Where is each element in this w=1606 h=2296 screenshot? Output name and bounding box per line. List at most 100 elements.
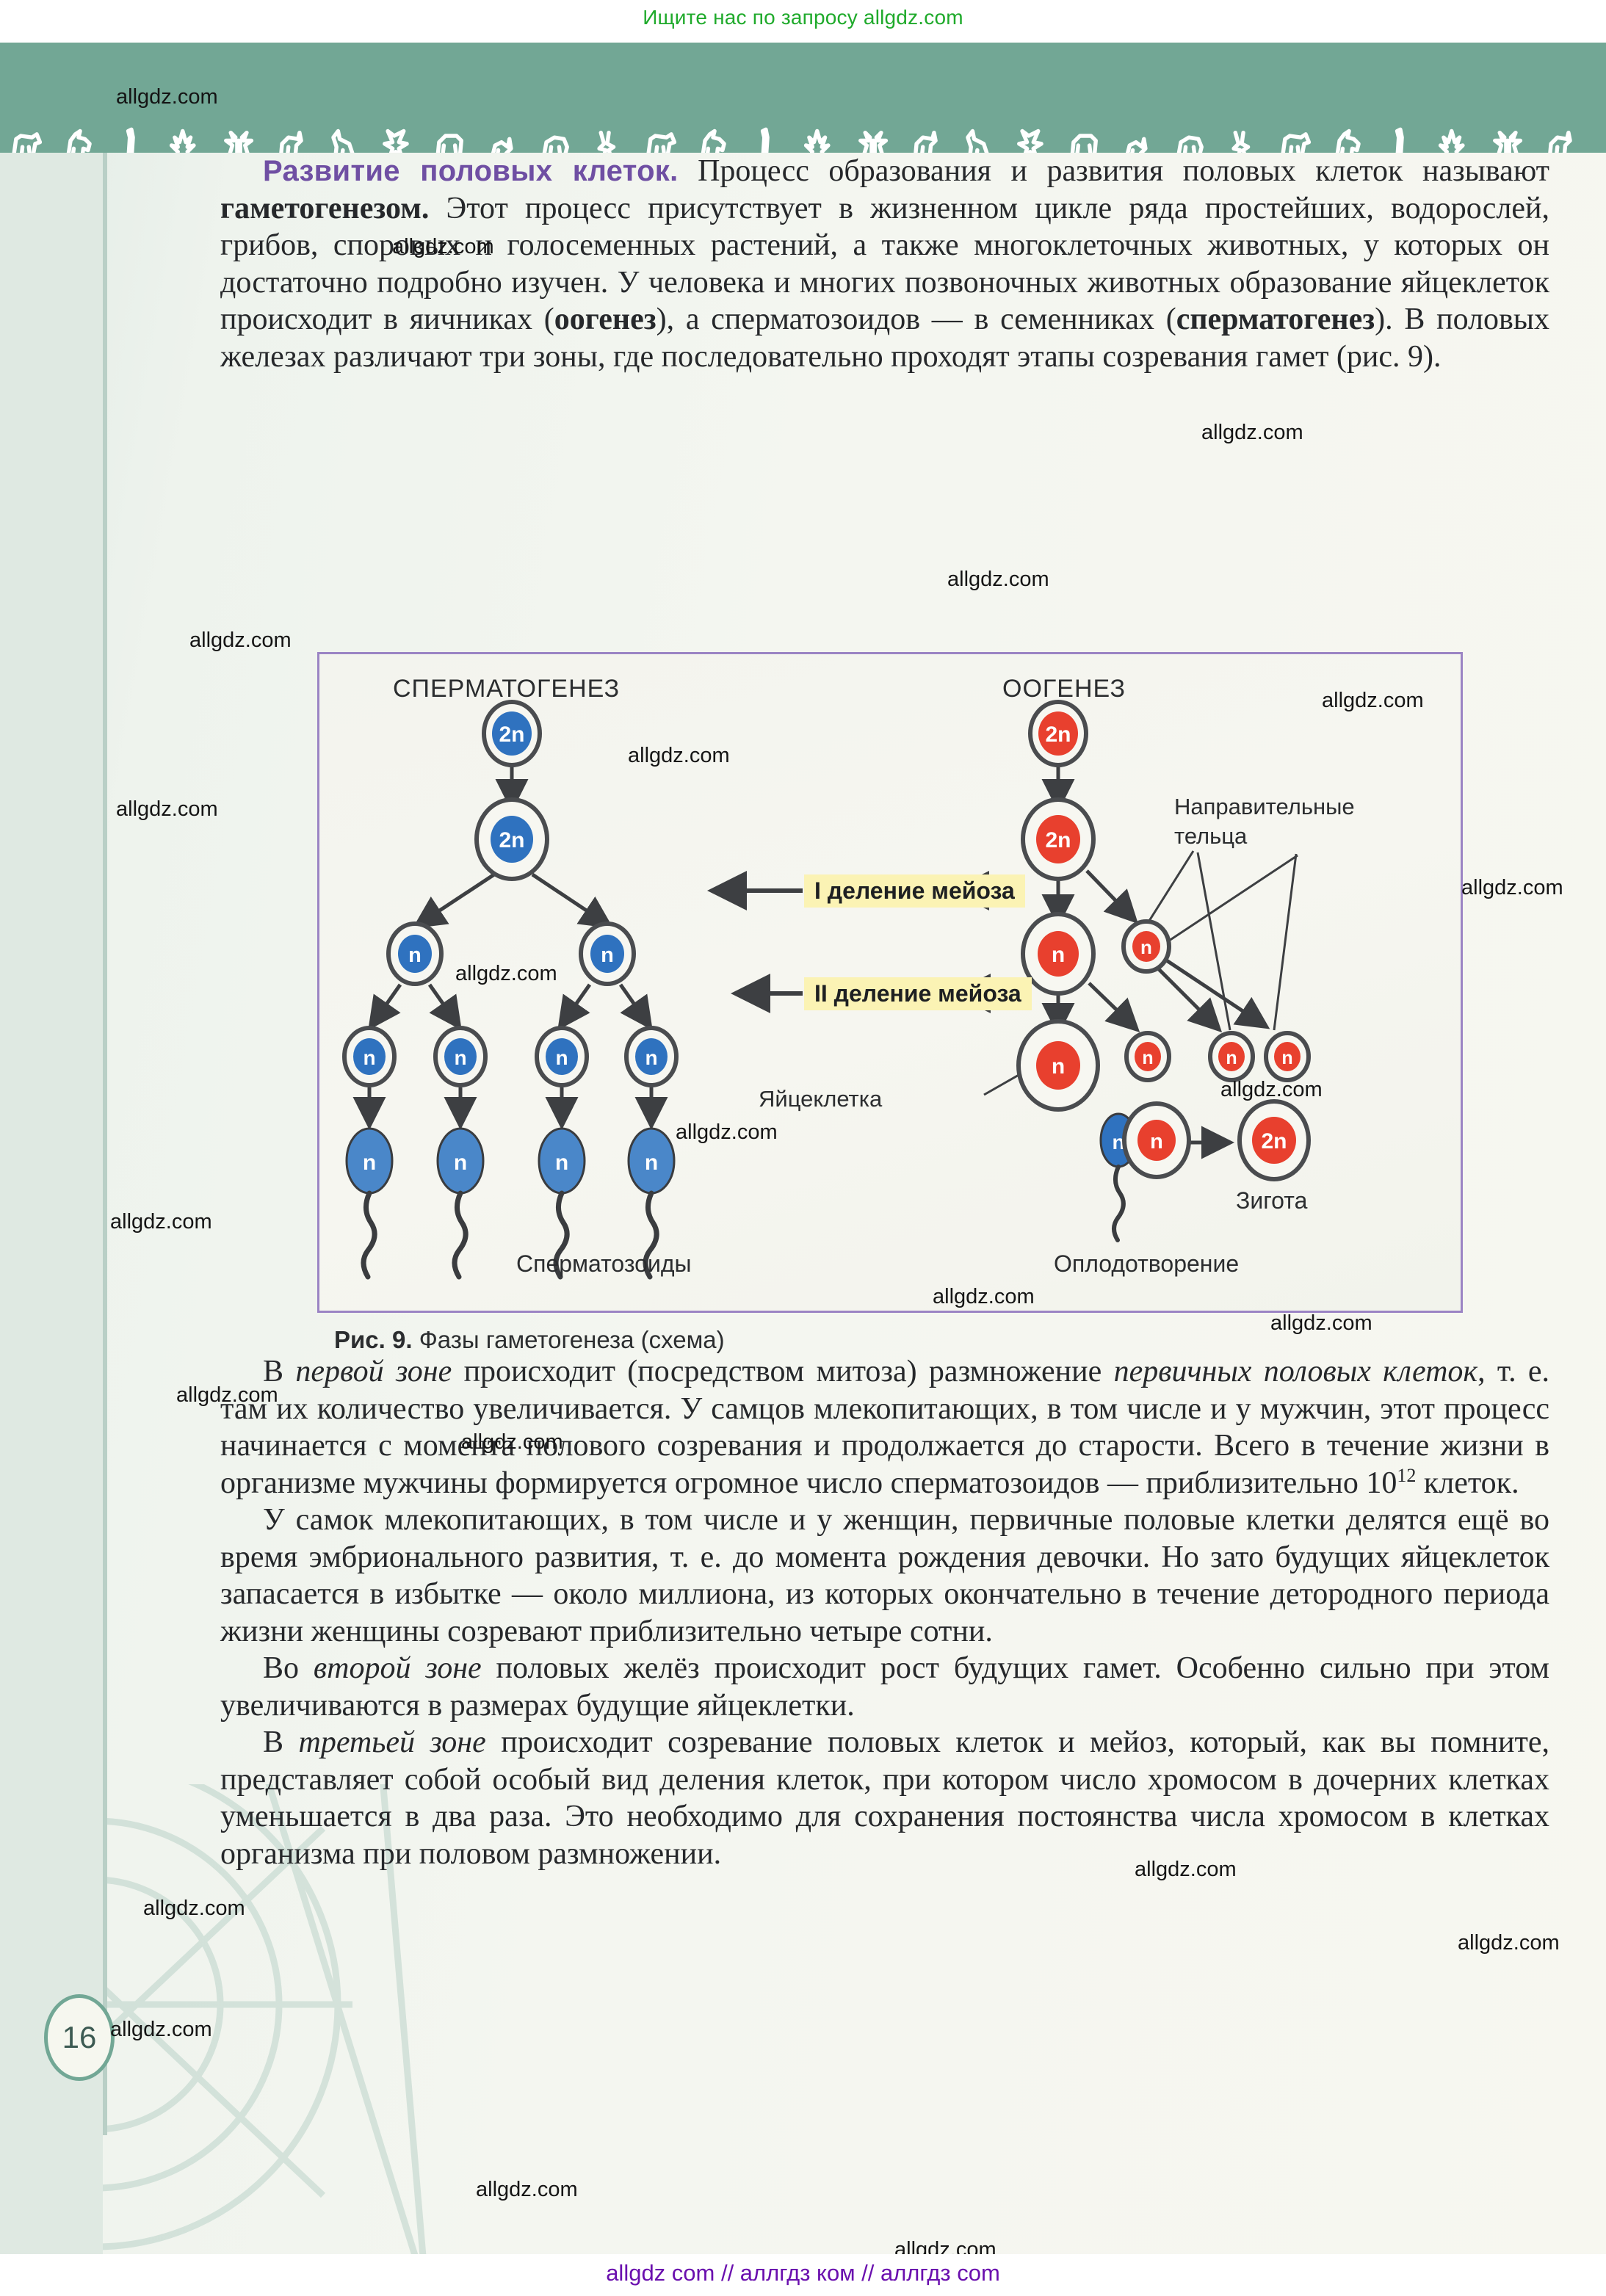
svg-text:2n: 2n — [499, 828, 524, 852]
cell-ovum: n — [1016, 1019, 1100, 1112]
paragraph-4: Во второй зоне половых желёз происходит … — [220, 1651, 1549, 1723]
paragraph-1-text: Процесс образования и развития половых к… — [220, 154, 1550, 374]
label-ovum: Яйцеклетка — [759, 1086, 883, 1112]
paragraph-2: В первой зоне происходит (посредством ми… — [220, 1355, 1550, 1500]
animal-silhouette-icon — [370, 126, 423, 164]
svg-text:n: n — [1140, 936, 1152, 958]
cell-spermatid-2: n — [433, 1026, 488, 1087]
svg-text:2n: 2n — [1045, 723, 1071, 747]
label-meiosis-division-1: I деление мейоза — [804, 874, 1025, 908]
cell-zygote: 2n — [1237, 1099, 1311, 1181]
watermark-text: allgdz.com — [933, 1285, 1035, 1308]
svg-text:2n: 2n — [499, 723, 524, 747]
watermark-text: allgdz.com — [116, 797, 218, 821]
polar-body-4: n — [1264, 1031, 1311, 1082]
polar-body-2: n — [1124, 1031, 1171, 1082]
watermark-text: allgdz.com — [1270, 1311, 1372, 1335]
figure-caption-text: Фазы гаметогенеза (схема) — [419, 1326, 725, 1353]
watermark-text: allgdz.com — [894, 2238, 996, 2254]
paragraph-1: Развитие половых клеток. Процесс образов… — [220, 153, 1549, 375]
cell-spermatid-1: n — [342, 1026, 397, 1087]
top-banner-text: Ищите нас по запросу allgdz.com — [643, 6, 963, 29]
page-margin-rule — [103, 153, 107, 2135]
page-header-band: allgdz.com — [0, 43, 1606, 164]
watermark-text: allgdz.com — [110, 1210, 212, 1234]
page-footer: allgdz com // аллгдз ком // аллгдз com — [0, 2254, 1606, 2296]
cell-spermatid-3: n — [535, 1026, 589, 1087]
svg-text:n: n — [454, 1046, 466, 1069]
cell-spermatocyte-2-right: n — [579, 921, 636, 986]
paragraph-3: У самок млекопитающих, в том числе и у ж… — [220, 1503, 1549, 1648]
svg-text:n: n — [363, 1151, 376, 1175]
figure-title-spermatogenesis: СПЕРМАТОГЕНЕЗ — [393, 675, 621, 703]
svg-text:n: n — [363, 1046, 375, 1069]
watermark-text: allgdz.com — [392, 235, 494, 258]
paragraph-5: В третьей зоне происходит созревание пол… — [220, 1725, 1549, 1871]
svg-text:n: n — [601, 944, 614, 967]
top-banner: Ищите нас по запросу allgdz.com — [0, 0, 1606, 43]
svg-text:n: n — [454, 1151, 467, 1175]
svg-text:n: n — [1052, 1054, 1065, 1079]
watermark-text: allgdz.com — [455, 962, 557, 985]
animal-silhouette-icon — [1005, 126, 1057, 164]
svg-text:n: n — [555, 1151, 568, 1175]
svg-text:n: n — [1281, 1048, 1292, 1068]
figure-gametogenesis: СПЕРМАТОГЕНЕЗ ООГЕНЕЗ — [317, 652, 1463, 1313]
polar-body-3: n — [1208, 1031, 1255, 1082]
article-text-top: Развитие половых клеток. Процесс образов… — [220, 153, 1549, 375]
page-number: 16 — [44, 1994, 115, 2081]
svg-text:n: n — [555, 1046, 568, 1069]
spermatozoon-4: n — [627, 1127, 676, 1280]
article-text-bottom: В первой зоне происходит (посредством ми… — [220, 1353, 1549, 1872]
figure-caption: Рис. 9. Фазы гаметогенеза (схема) — [334, 1326, 1215, 1354]
watermark-text: allgdz.com — [143, 1897, 245, 1920]
watermark-text: allgdz.com — [476, 2178, 578, 2201]
watermark-text: allgdz.com — [176, 1383, 278, 1407]
svg-text:n: n — [645, 1046, 657, 1069]
figure-title-oogenesis: ООГЕНЕЗ — [1002, 675, 1126, 703]
watermark-text: allgdz.com — [676, 1120, 778, 1144]
svg-text:n: n — [1142, 1048, 1153, 1068]
watermark-text: allgdz.com — [189, 629, 292, 652]
watermark-text: allgdz.com — [110, 2018, 212, 2041]
footer-text: allgdz com // аллгдз ком // аллгдз com — [606, 2260, 1000, 2286]
svg-text:n: n — [1052, 943, 1065, 967]
label-spermatozoa: Сперматозоиды — [516, 1250, 692, 1277]
svg-text:n: n — [1150, 1130, 1163, 1154]
textbook-page: allgdz.com Развитие половых клеток. Проц… — [0, 43, 1606, 2254]
spermatozoon-1: n — [345, 1127, 394, 1280]
cell-spermatocyte-1: 2n — [474, 797, 549, 881]
watermark-text: allgdz.com — [1458, 1931, 1560, 1955]
watermark-text: allgdz.com — [1220, 1078, 1323, 1101]
page-left-margin-strip — [0, 153, 103, 2254]
cell-spermatid-4: n — [624, 1026, 679, 1087]
svg-text:2n: 2n — [1045, 828, 1071, 852]
label-fertilization: Оплодотворение — [1054, 1250, 1240, 1277]
watermark-text: allgdz.com — [1461, 876, 1563, 899]
label-zygote: Зигота — [1236, 1187, 1308, 1214]
cell-spermatocyte-2-left: n — [386, 921, 444, 986]
svg-text:2n: 2n — [1261, 1129, 1287, 1154]
label-polar-bodies: Направительные тельца — [1174, 794, 1355, 849]
header-watermark: allgdz.com — [116, 85, 218, 109]
fertilization-ovum: n — [1122, 1101, 1191, 1179]
spermatozoon-2: n — [436, 1127, 485, 1280]
cell-oogonium: 2n — [1028, 700, 1088, 767]
watermark-text: allgdz.com — [628, 744, 730, 767]
watermark-text: allgdz.com — [461, 1430, 563, 1454]
figure-caption-number: Рис. 9. — [334, 1326, 413, 1353]
spermatozoon-3: n — [538, 1127, 586, 1280]
svg-text:n: n — [408, 944, 422, 967]
gametogenesis-svg: 2n 2n n n n — [342, 700, 1311, 1280]
svg-text:n: n — [645, 1151, 658, 1175]
watermark-text: allgdz.com — [947, 568, 1049, 591]
watermark-text: allgdz.com — [1135, 1858, 1237, 1881]
cell-oocyte-1: 2n — [1021, 797, 1096, 881]
cell-oocyte-2: n — [1021, 912, 1096, 996]
svg-text:n: n — [1226, 1048, 1237, 1068]
watermark-text: allgdz.com — [1201, 421, 1303, 444]
label-meiosis-division-2: II деление мейоза — [804, 977, 1032, 1010]
section-heading: Развитие половых клеток. — [263, 155, 679, 187]
polar-body-1: n — [1121, 919, 1171, 974]
svg-text:n: n — [1112, 1131, 1124, 1154]
